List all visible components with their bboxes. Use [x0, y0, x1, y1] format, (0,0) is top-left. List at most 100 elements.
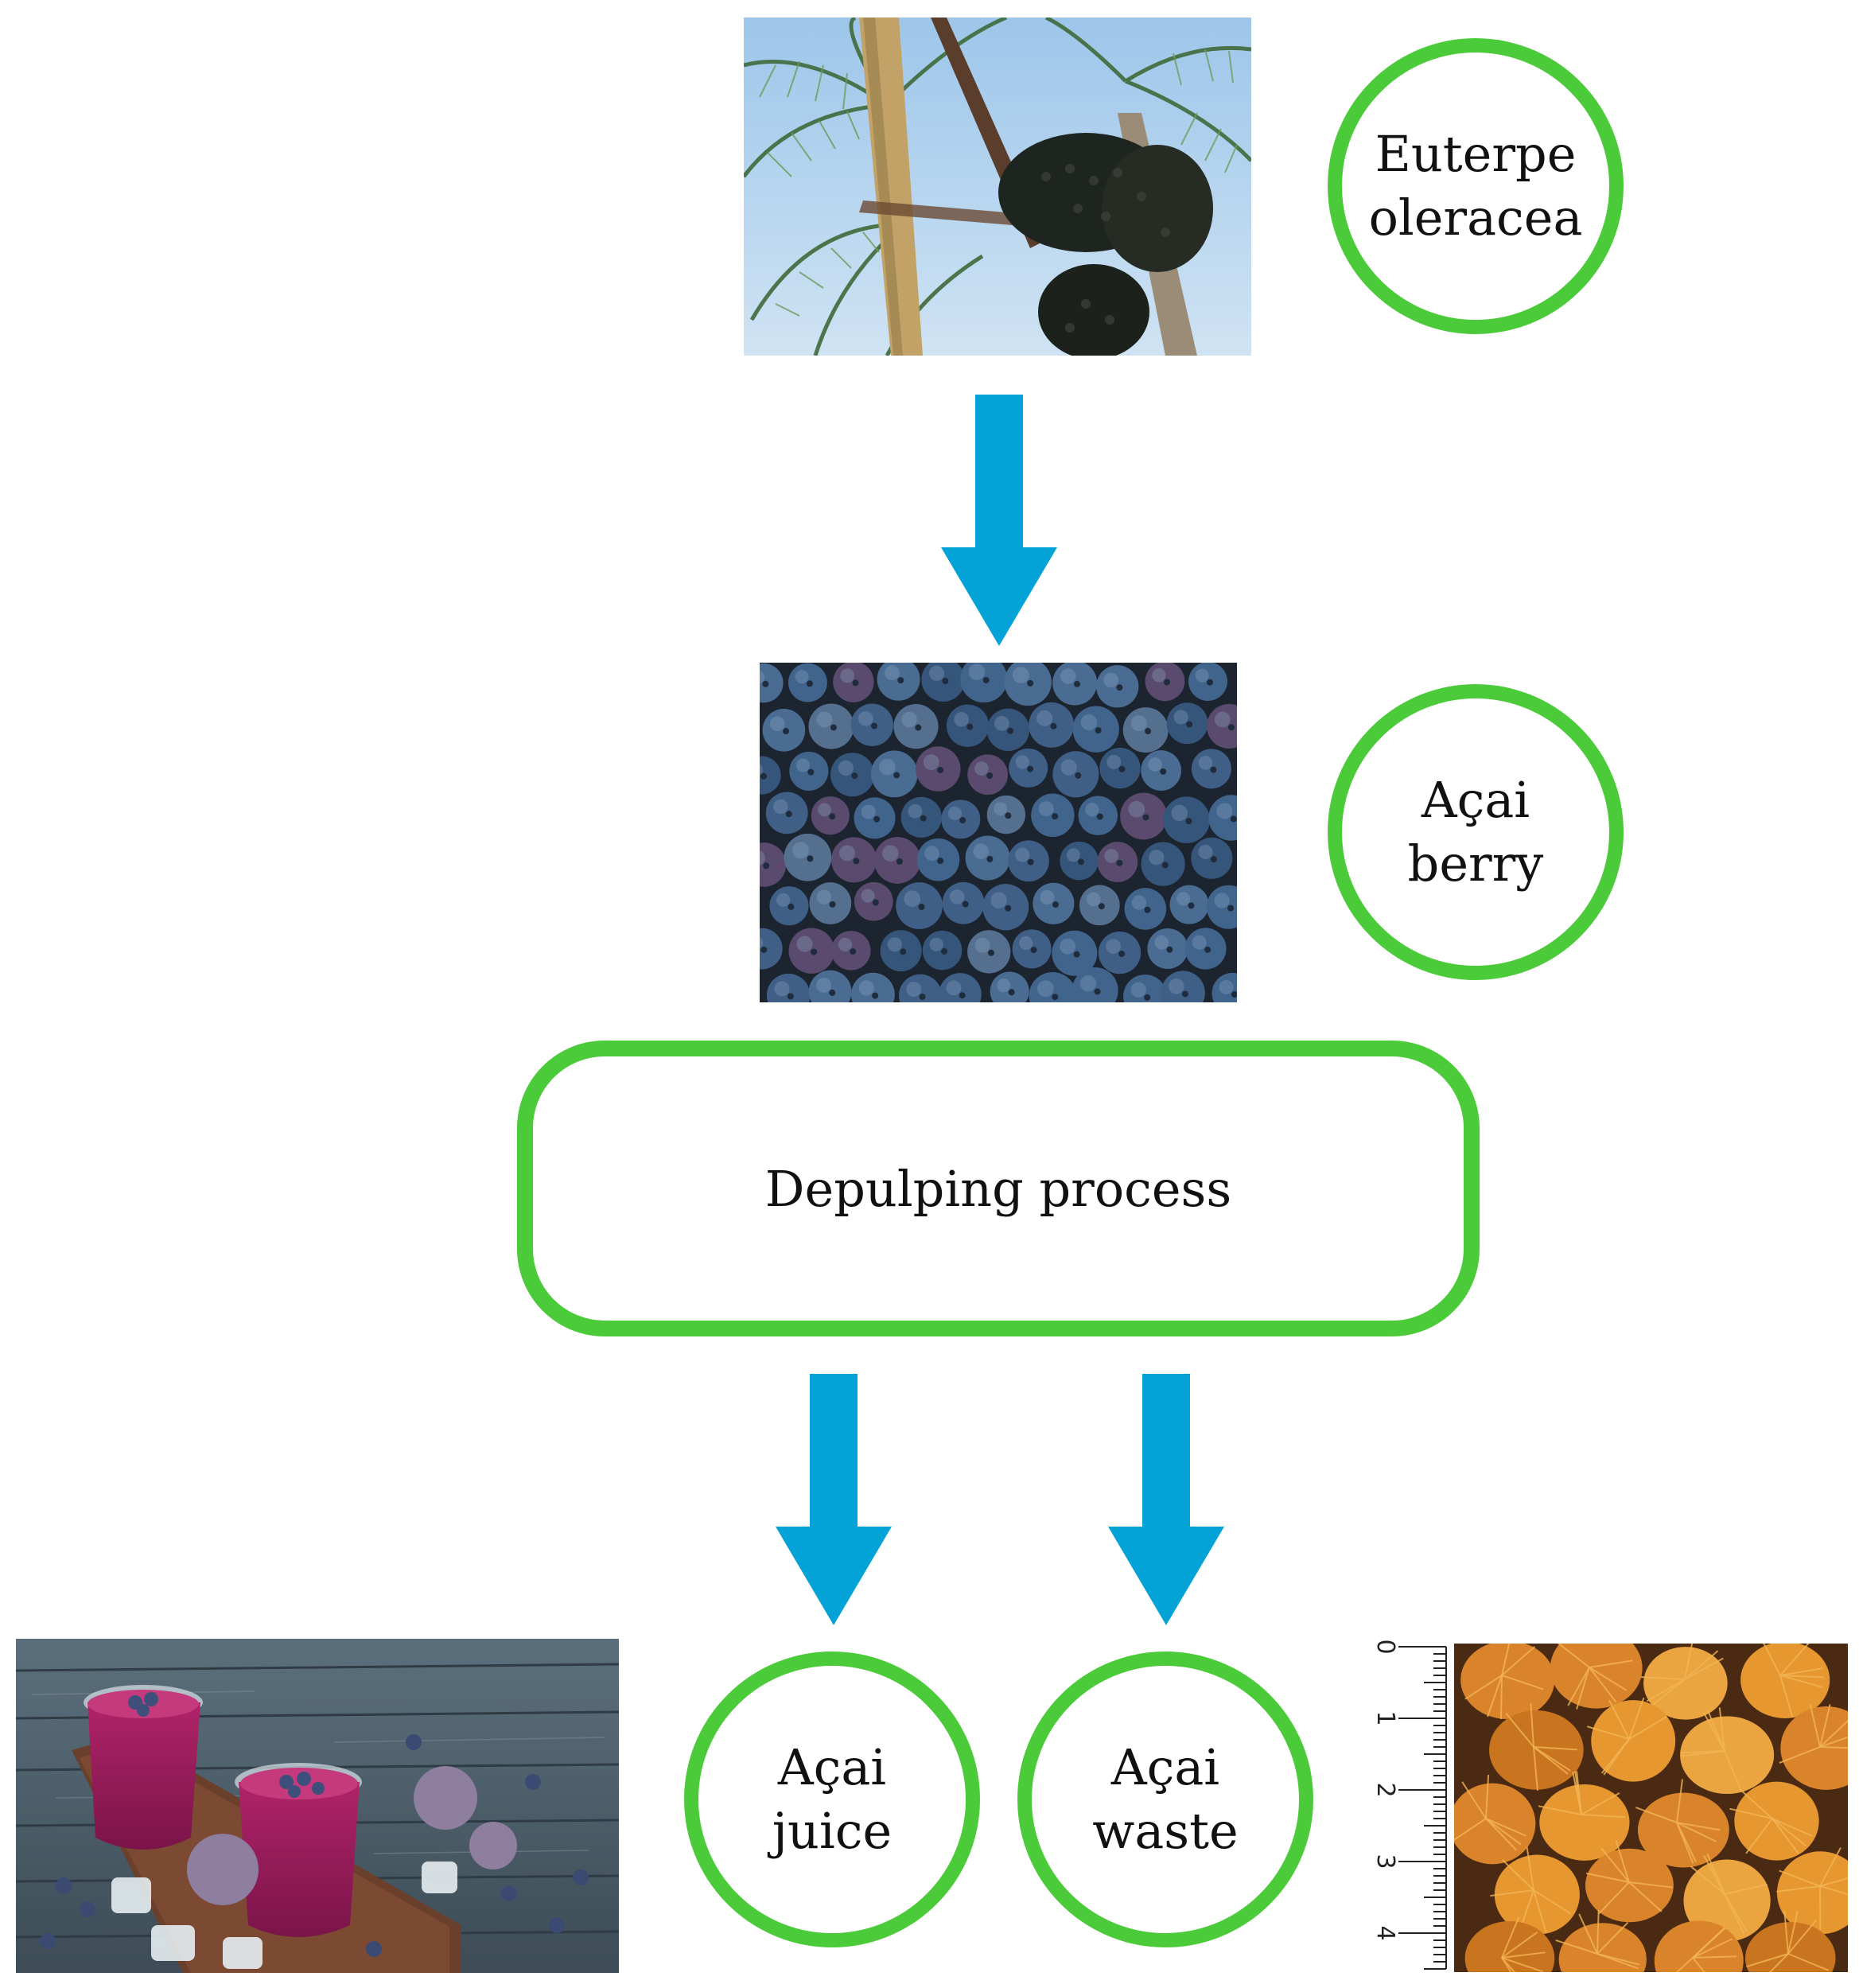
- berry-calyx: [982, 676, 990, 683]
- berry-calyx: [1005, 905, 1012, 912]
- arrow-process-to-waste: [1108, 1374, 1224, 1625]
- seed-fiber: [1787, 1953, 1830, 1971]
- berry-highlight: [885, 665, 900, 681]
- berry-calyx: [1073, 680, 1080, 687]
- seed-fiber: [1745, 1818, 1773, 1854]
- berry-calyx: [1094, 988, 1101, 995]
- berry-highlight: [1216, 803, 1233, 819]
- berry-highlight: [929, 937, 943, 951]
- berry-highlight: [1086, 892, 1101, 907]
- seed-texture: [1780, 1706, 1848, 1790]
- berry-highlight: [1060, 668, 1076, 684]
- berry-highlight: [908, 803, 923, 819]
- berry-highlight: [1169, 978, 1184, 994]
- seed-fiber: [1819, 1746, 1848, 1749]
- berry-highlight: [887, 937, 902, 952]
- seed-fiber: [1628, 1881, 1673, 1889]
- seed-fiber: [1576, 1667, 1590, 1710]
- waste-label-line2: waste: [1092, 1802, 1239, 1860]
- seed-fiber: [1787, 1911, 1799, 1955]
- seed-fiber: [1589, 1667, 1617, 1703]
- euterpe-oleracea-node: Euterpe oleracea: [1328, 38, 1624, 334]
- berry-calyx: [937, 766, 944, 773]
- berry-calyx: [966, 723, 974, 730]
- seed-fiber: [1615, 1840, 1630, 1883]
- berry-highlight: [1149, 850, 1165, 866]
- berry-calyx: [785, 811, 792, 818]
- berry-calyx: [807, 768, 815, 776]
- acai-waste-photo: [1454, 1644, 1848, 1972]
- seed-fiber: [1501, 1675, 1544, 1690]
- berry-highlight: [1015, 755, 1029, 769]
- berry-texture: [898, 974, 942, 1002]
- berry-calyx: [959, 992, 966, 999]
- seed-fiber: [1783, 1910, 1789, 1955]
- berry-calyx: [900, 948, 907, 955]
- berry-calyx: [1007, 727, 1014, 734]
- seed-fiber: [1676, 1822, 1721, 1831]
- berry-highlight: [949, 889, 965, 905]
- berry-texture: [1123, 975, 1167, 1002]
- berry-highlight: [838, 937, 853, 952]
- seed-fiber: [1809, 1704, 1821, 1748]
- seed-fiber: [1819, 1877, 1848, 1887]
- berry-calyx: [1227, 905, 1235, 912]
- seed-fiber: [1692, 1957, 1705, 1972]
- berry-calyx: [1008, 989, 1015, 996]
- seed-fiber: [1641, 1676, 1686, 1680]
- berry-texture: [1161, 971, 1205, 1002]
- berry-highlight: [861, 889, 875, 903]
- berry-highlight: [760, 850, 765, 866]
- seed-fiber: [1567, 1667, 1590, 1706]
- seed-fiber: [1779, 1869, 1821, 1887]
- seed-fiber: [1533, 1889, 1547, 1933]
- seed-fiber: [1819, 1719, 1848, 1748]
- berry-calyx: [1166, 946, 1173, 953]
- seed-fiber: [1608, 1699, 1630, 1740]
- seed-texture: [1464, 1920, 1555, 1972]
- berry-highlight: [904, 890, 921, 908]
- seed-fiber: [1555, 1939, 1598, 1955]
- seed-fiber: [1746, 1953, 1789, 1968]
- berry-highlight: [1106, 939, 1121, 954]
- berry-texture: [760, 842, 787, 887]
- berry-highlight: [968, 663, 986, 680]
- berry-calyx: [897, 677, 904, 684]
- seed-fiber: [1461, 1781, 1487, 1819]
- seed-fiber: [1596, 1953, 1640, 1966]
- berry-calyx: [1186, 721, 1193, 728]
- berry-calyx: [1052, 901, 1059, 908]
- berry-highlight: [997, 978, 1011, 993]
- seed-fiber: [1684, 1650, 1719, 1680]
- seed-fiber: [1739, 1788, 1773, 1819]
- seed-fiber: [1600, 1847, 1630, 1883]
- seed-fiber: [1501, 1644, 1511, 1676]
- seed-fiber: [1692, 1938, 1733, 1959]
- seed-fiber: [1724, 1893, 1748, 1932]
- berry-calyx: [871, 722, 878, 729]
- berry-highlight: [1198, 844, 1213, 860]
- berry-highlight: [773, 799, 788, 815]
- berry-calyx: [1181, 990, 1188, 998]
- berry-calyx: [942, 677, 949, 684]
- berry-calyx: [762, 680, 769, 687]
- berry-calyx: [1144, 906, 1151, 913]
- seed-fiber: [1499, 1675, 1503, 1720]
- seed-fiber: [1533, 1889, 1571, 1915]
- berry-calyx: [783, 728, 790, 735]
- berry-calyx: [1027, 858, 1034, 866]
- berry-highlight: [879, 758, 896, 776]
- berry-highlight: [1195, 668, 1209, 683]
- berry-calyx: [1116, 859, 1123, 866]
- juice-label-line1: Açai: [777, 1738, 887, 1796]
- seed-texture: [1654, 1920, 1744, 1972]
- berry-highlight: [858, 980, 874, 996]
- berry-highlight: [1104, 849, 1119, 863]
- berry-highlight: [1171, 804, 1188, 822]
- berry-highlight: [1148, 757, 1162, 772]
- berry-highlight: [1152, 668, 1166, 683]
- berry-calyx: [1142, 814, 1149, 821]
- seed-fiber: [1628, 1697, 1645, 1740]
- berry-calyx: [1160, 768, 1167, 775]
- seed-fiber: [1771, 1818, 1813, 1837]
